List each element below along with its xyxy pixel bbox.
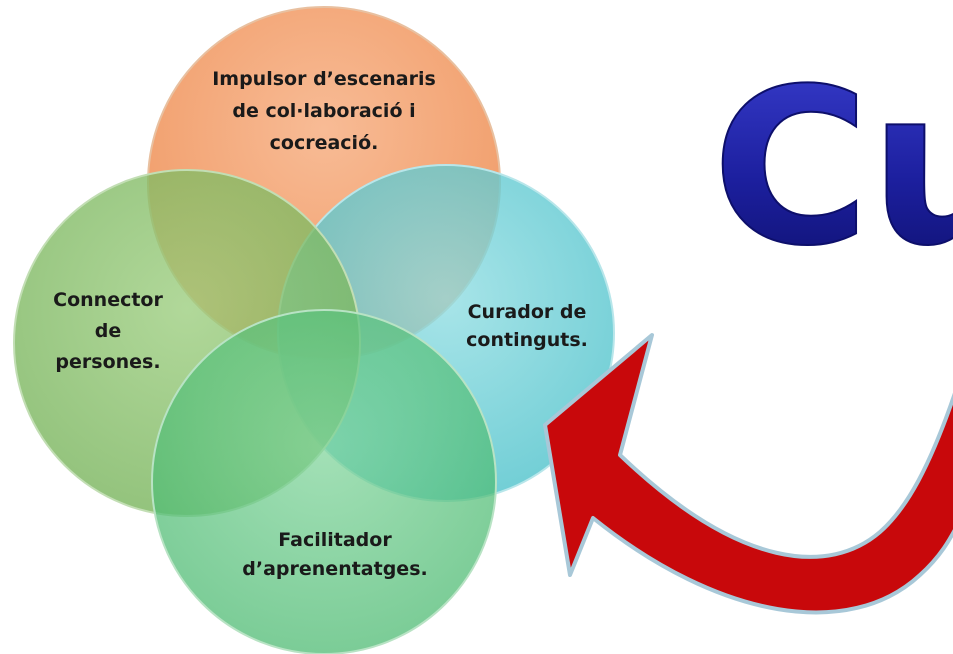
circle-bottom	[151, 309, 497, 654]
label-top-line-3: cocreació.	[270, 132, 379, 154]
label-top-line-2: de col·laboració i	[232, 100, 415, 122]
venn-circles	[13, 6, 615, 654]
circle-labels: Impulsor d’escenaris de col·laboració i co…	[53, 68, 588, 580]
label-bottom-line-2: d’aprenentatges.	[242, 558, 427, 580]
label-top-line-1: Impulsor d’escenaris	[212, 68, 436, 90]
label-left-line-2: de	[95, 320, 122, 342]
label-bottom-line-1: Facilitador	[278, 529, 392, 551]
label-left-line-1: Connector	[53, 289, 163, 311]
curved-arrow-icon	[543, 333, 953, 615]
title-text: Cu	[712, 42, 953, 293]
label-right-line-2: continguts.	[466, 329, 588, 351]
label-left-line-3: persones.	[55, 351, 160, 373]
label-right-line-1: Curador de	[468, 301, 587, 323]
